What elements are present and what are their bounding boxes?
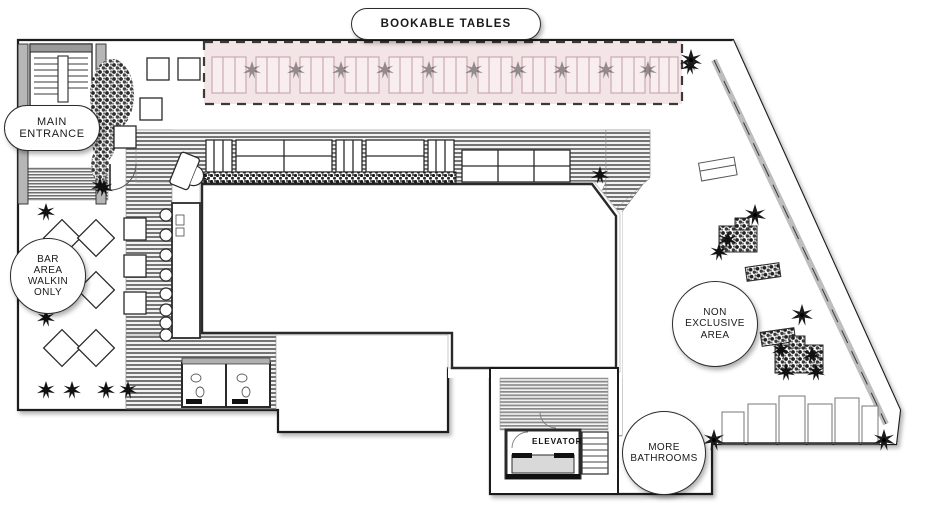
lounge-chair bbox=[169, 151, 205, 191]
elevator-core bbox=[489, 367, 619, 495]
bookable-table bbox=[211, 56, 679, 94]
bench-row bbox=[718, 395, 880, 445]
elevator-room-label: ELEVATOR bbox=[532, 437, 583, 446]
entrance-door bbox=[109, 163, 137, 191]
callout-bar-area[interactable]: BAR AREA WALKIN ONLY bbox=[10, 238, 86, 314]
bar-stool bbox=[159, 208, 173, 342]
callout-non-exclusive-area-label: NON EXCLUSIVE AREA bbox=[685, 307, 745, 341]
callout-bar-area-label: BAR AREA WALKIN ONLY bbox=[27, 253, 69, 299]
bar-counter bbox=[171, 202, 201, 339]
callout-main-entrance-label: MAIN ENTRANCE bbox=[19, 115, 85, 140]
garden-planters bbox=[680, 49, 825, 381]
callout-more-bathrooms[interactable]: MORE BATHROOMS bbox=[622, 411, 706, 495]
north-seating-row bbox=[191, 139, 609, 186]
callout-more-bathrooms-label: MORE BATHROOMS bbox=[630, 441, 698, 464]
callout-non-exclusive-area[interactable]: NON EXCLUSIVE AREA bbox=[672, 281, 758, 367]
callout-main-entrance[interactable]: MAIN ENTRANCE bbox=[4, 105, 100, 151]
square-table bbox=[123, 217, 147, 315]
bathroom-stalls bbox=[181, 357, 271, 408]
callout-bookable-tables-label: BOOKABLE TABLES bbox=[380, 17, 512, 30]
bookable-tables-zone[interactable] bbox=[202, 40, 699, 106]
callout-bookable-tables[interactable]: BOOKABLE TABLES bbox=[351, 8, 541, 40]
square-table bbox=[113, 57, 201, 149]
